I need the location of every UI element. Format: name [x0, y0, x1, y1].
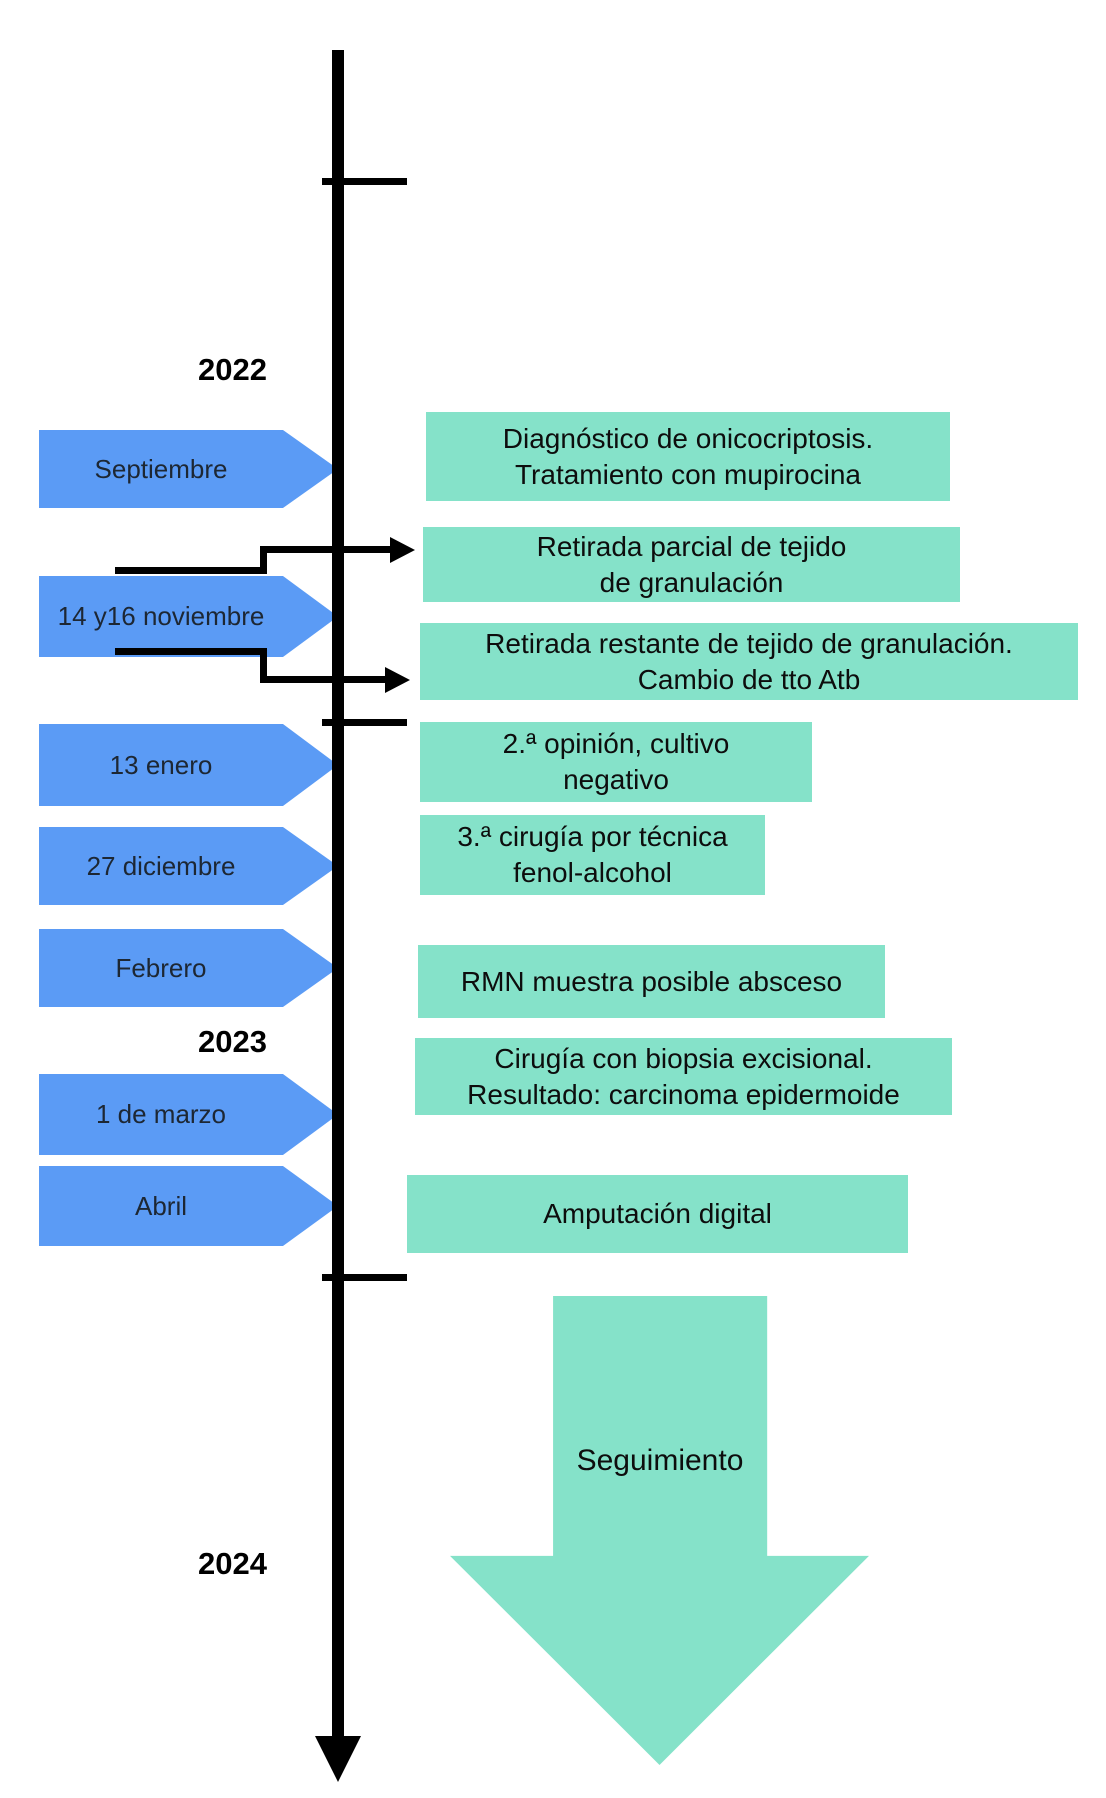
date-arrow-27-diciembre: 27 diciembre	[39, 827, 338, 905]
date-arrow-abril: Abril	[39, 1166, 338, 1246]
date-label: 13 enero	[109, 749, 213, 780]
date-arrow-13-enero: 13 enero	[39, 724, 338, 806]
timeline-axis	[332, 50, 344, 1740]
year-label-2023: 2023	[198, 1024, 267, 1059]
followup-arrow	[450, 1296, 869, 1765]
connector-segment	[260, 676, 385, 683]
event-text-line: Retirada parcial de tejido	[536, 530, 847, 562]
date-arrow-14-16-noviembre: 14 y16 noviembre	[39, 576, 338, 657]
event-text-line: negativo	[563, 764, 669, 795]
connector-segment	[115, 648, 267, 655]
event-text-line: de granulación	[599, 566, 784, 598]
event-box-retirada-restante: Retirada restante de tejido de granulaci…	[420, 623, 1078, 700]
timeline-tick	[322, 719, 407, 726]
event-text-line: fenol-alcohol	[513, 857, 672, 888]
followup-label: Seguimiento	[576, 1444, 744, 1477]
date-label: 27 diciembre	[86, 850, 236, 881]
date-arrow-1-de-marzo: 1 de marzo	[39, 1074, 338, 1155]
connector-segment	[260, 546, 267, 574]
event-box-biopsia: Cirugía con biopsia excisional. Resultad…	[415, 1038, 952, 1115]
date-label: Febrero	[115, 952, 207, 983]
date-arrow-septiembre: Septiembre	[39, 430, 338, 508]
event-text-line: Tratamiento con mupirocina	[514, 458, 861, 490]
year-label-2022: 2022	[198, 352, 267, 387]
date-label: 14 y16 noviembre	[57, 601, 265, 631]
event-text-line: Cambio de tto Atb	[637, 663, 861, 695]
event-text-line: Diagnóstico de onicocriptosis.	[502, 422, 874, 454]
year-label-2024: 2024	[198, 1546, 267, 1581]
event-text-line: 3.ª cirugía por técnica	[457, 821, 728, 853]
event-text-line: 2.ª opinión, cultivo	[502, 728, 730, 760]
connector-arrowhead-icon	[390, 537, 415, 563]
timeline-tick	[322, 178, 407, 185]
event-text-line: Resultado: carcinoma epidermoide	[467, 1078, 900, 1110]
timeline-arrowhead-icon	[315, 1736, 361, 1782]
event-box-amputacion: Amputación digital	[407, 1175, 908, 1253]
event-text-line: RMN muestra posible absceso	[460, 965, 843, 997]
event-box-rmn: RMN muestra posible absceso	[418, 945, 885, 1018]
date-arrow-febrero: Febrero	[39, 929, 338, 1007]
connector-segment	[115, 567, 267, 574]
event-text-line: Amputación digital	[543, 1198, 772, 1230]
connector-segment	[260, 648, 267, 681]
timeline-tick	[322, 1274, 407, 1281]
date-label: Septiembre	[94, 453, 228, 484]
date-label: Abril	[134, 1190, 187, 1221]
connector-segment	[260, 546, 390, 553]
event-text-line: Cirugía con biopsia excisional.	[494, 1042, 873, 1074]
event-text-line: Retirada restante de tejido de granulaci…	[485, 627, 1013, 659]
event-box-diagnostico: Diagnóstico de onicocriptosis. Tratamien…	[426, 412, 950, 501]
event-box-tercera-cirugia: 3.ª cirugía por técnica fenol-alcohol	[420, 815, 765, 895]
event-box-retirada-parcial: Retirada parcial de tejido de granulació…	[423, 527, 960, 602]
connector-arrowhead-icon	[385, 667, 410, 693]
event-box-segunda-opinion: 2.ª opinión, cultivo negativo	[420, 722, 812, 802]
date-label: 1 de marzo	[95, 1099, 227, 1129]
